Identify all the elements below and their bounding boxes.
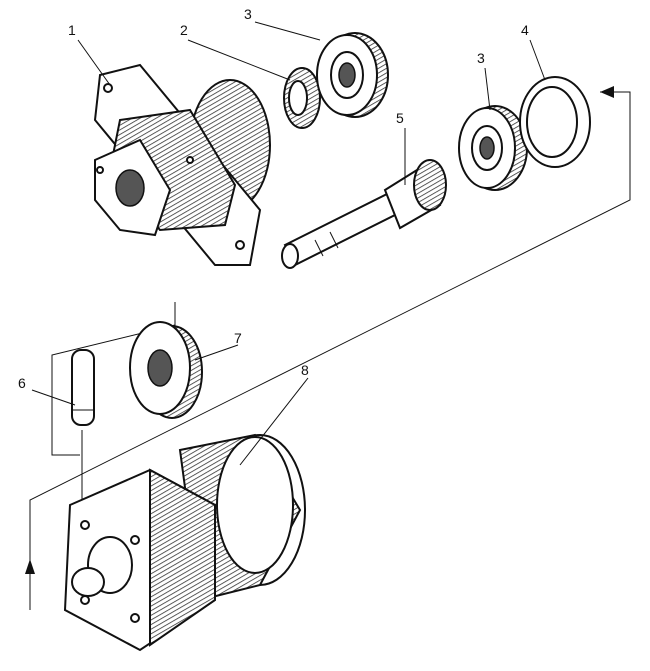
assembly-guide-line: [25, 86, 631, 610]
callout-label: 4: [521, 22, 529, 38]
callout-label: 6: [18, 375, 26, 391]
part-7-washer: [129, 321, 203, 419]
callout-label: 8: [301, 362, 309, 378]
part-3-ball-bearing-lower: [458, 105, 528, 191]
leader-lines: [31, 21, 546, 466]
callout-label: 3: [244, 6, 252, 22]
callout-label: 2: [180, 22, 188, 38]
part-1-housing: [93, 63, 271, 266]
part-3-ball-bearing-upper: [316, 32, 389, 118]
callout-label: 3: [477, 50, 485, 66]
part-6-pin: [71, 349, 95, 426]
callout-label: 5: [396, 110, 404, 126]
part-5-shaft: [281, 159, 447, 269]
part-2-needle-bearing: [283, 67, 321, 129]
part-8-motor: [63, 433, 306, 652]
part-4-ring: [519, 76, 591, 168]
callout-label: 1: [68, 22, 76, 38]
callout-label: 7: [234, 330, 242, 346]
